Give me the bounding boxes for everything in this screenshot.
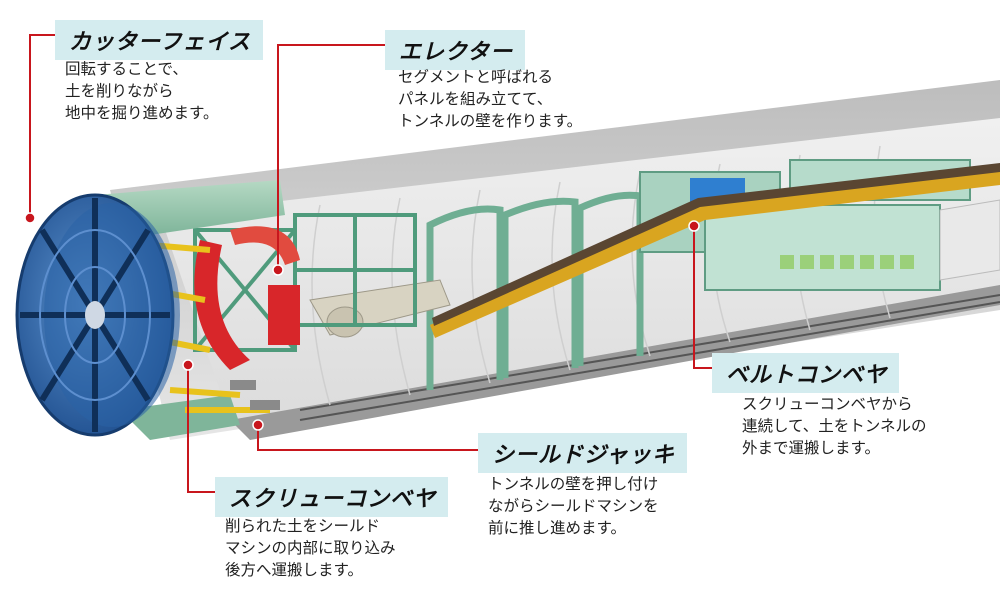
belt-conveyor-line-1: スクリューコンベヤから xyxy=(742,395,913,413)
segment-pieces xyxy=(230,380,280,410)
shield-jack-title: シールドジャッキ xyxy=(478,433,687,473)
erector-title-text: エレクター xyxy=(399,40,514,65)
shield-jack-line-3: 前に推し進めます。 xyxy=(488,519,626,537)
shield-jack-title-text: シールドジャッキ xyxy=(492,443,675,468)
cutter-face xyxy=(15,193,180,437)
leader-erector xyxy=(277,44,385,270)
shield-jack-line-1: トンネルの壁を押し付け xyxy=(488,475,659,493)
leader-belt-conveyor xyxy=(693,226,712,369)
screw-conveyor-description: 削られた土をシールド マシンの内部に取り込み 後方へ運搬します。 xyxy=(225,515,396,581)
belt-conveyor-line-2: 連続して、土をトンネルの xyxy=(742,417,927,435)
erector-title: エレクター xyxy=(385,30,526,70)
cutter-face-line-3: 地中を掘り進めます。 xyxy=(65,104,219,122)
leader-dot-shield-jack xyxy=(252,419,264,431)
rail-track-2 xyxy=(299,301,1000,421)
belt-conveyor-line-3: 外まで運搬します。 xyxy=(742,439,880,457)
leader-dot-erector xyxy=(272,264,284,276)
erector-description: セグメントと呼ばれる パネルを組み立てて、 トンネルの壁を作ります。 xyxy=(398,66,582,132)
leader-dot-screw-conveyor xyxy=(182,359,194,371)
screw-conveyor-line-2: マシンの内部に取り込み xyxy=(225,539,396,557)
leader-dots xyxy=(24,212,700,431)
cutter-face-description: 回転することで、 土を削りながら 地中を掘り進めます。 xyxy=(65,58,218,124)
leader-dot-cutter-face xyxy=(24,212,36,224)
cutter-face-line-1: 回転することで、 xyxy=(65,60,188,78)
shield-jack-line-2: ながらシールドマシンを xyxy=(488,497,659,515)
screw-conveyor-line-3: 後方へ運搬します。 xyxy=(225,561,363,579)
cutter-face-title-text: カッターフェイス xyxy=(69,30,252,55)
cutter-face-line-2: 土を削りながら xyxy=(65,82,174,100)
leader-dot-belt-conveyor xyxy=(688,220,700,232)
erector xyxy=(194,226,300,370)
screw-conveyor-line-1: 削られた土をシールド xyxy=(225,517,381,535)
erector-line-3: トンネルの壁を作ります。 xyxy=(398,112,583,130)
rail-track xyxy=(299,294,1000,411)
leader-cutter-face xyxy=(29,34,55,218)
shield-jack-description: トンネルの壁を押し付け ながらシールドマシンを 前に推し進めます。 xyxy=(488,473,659,539)
leader-lines xyxy=(29,34,712,493)
erector-line-2: パネルを組み立てて、 xyxy=(398,90,553,108)
belt-conveyor xyxy=(430,163,1000,338)
belt-conveyor-title: ベルトコンベヤ xyxy=(712,353,900,393)
cutter-face-title: カッターフェイス xyxy=(55,20,264,60)
leader-screw-conveyor xyxy=(187,365,215,493)
leader-shield-jack xyxy=(257,425,478,451)
erector-line-1: セグメントと呼ばれる xyxy=(398,68,554,86)
belt-conveyor-description: スクリューコンベヤから 連続して、土をトンネルの 外まで運搬します。 xyxy=(742,393,926,459)
screw-conveyor-title: スクリューコンベヤ xyxy=(215,477,449,517)
screw-conveyor-title-text: スクリューコンベヤ xyxy=(229,487,437,512)
belt-conveyor-title-text: ベルトコンベヤ xyxy=(726,363,888,388)
